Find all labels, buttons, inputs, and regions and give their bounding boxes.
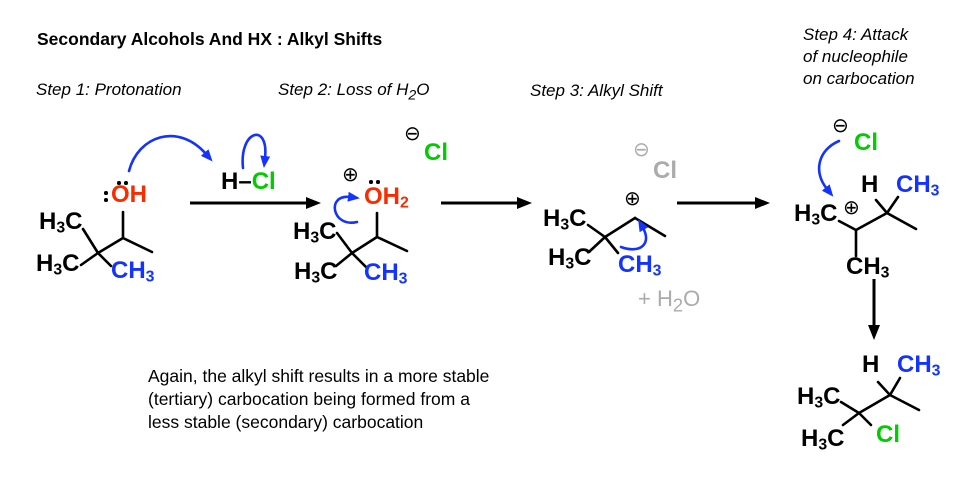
m2-shifting-methyl-label: CH3 bbox=[364, 259, 408, 288]
hcl-molecule: H–Cl bbox=[221, 170, 276, 194]
m2-methyl-bottom-label: H3C bbox=[294, 258, 338, 287]
m5-chlorine-label: Cl bbox=[876, 421, 900, 448]
m1-methyl-bottom-label: H3C bbox=[36, 250, 80, 279]
reaction-arrows bbox=[190, 197, 880, 340]
lone-pair-icon bbox=[104, 191, 108, 202]
m1-hydroxyl-label: OH bbox=[111, 181, 147, 208]
curved-electron-arrows bbox=[127, 133, 841, 251]
step1-label: Step 1: Protonation bbox=[36, 80, 182, 99]
curved-arrow-methyl-shift bbox=[619, 219, 649, 251]
m2-oxonium-label: OH2 bbox=[364, 183, 409, 212]
m5-shifted-methyl-label: CH3 bbox=[897, 351, 941, 380]
lone-pair-icon bbox=[117, 181, 128, 185]
curved-arrow-lone-pair-to-h bbox=[127, 134, 213, 173]
molecule1-bonds bbox=[79, 210, 154, 268]
molecule5-bonds bbox=[839, 376, 921, 427]
hcl-bond-dash: – bbox=[238, 168, 252, 195]
curved-arrow-chloride-attack bbox=[817, 139, 841, 197]
m5-methyl-top-label: H3C bbox=[797, 383, 841, 412]
molecule3-bonds bbox=[586, 216, 667, 255]
molecule4-bonds bbox=[837, 195, 918, 258]
hcl-chlorine: Cl bbox=[251, 168, 276, 195]
lone-pair-icon bbox=[369, 180, 380, 184]
curved-arrow-hcl-bond-to-cl bbox=[241, 133, 271, 170]
m5-hydrogen-label: H bbox=[862, 351, 880, 378]
page-title: Secondary Alcohols And HX : Alkyl Shifts bbox=[37, 29, 383, 49]
m1-methyl-top-label: H3C bbox=[39, 208, 83, 237]
m3-water-byproduct-label: + H2O bbox=[638, 286, 701, 316]
step3-label: Step 3: Alkyl Shift bbox=[530, 81, 663, 100]
m3-minus-charge: ⊖ bbox=[633, 137, 650, 161]
curved-arrow-co-bond-to-oxygen bbox=[333, 191, 360, 224]
m4-methyl-left-label: H3C bbox=[794, 200, 838, 229]
step4-label: Step 4: Attack of nucleophile on carboca… bbox=[803, 25, 915, 88]
m4-shifted-methyl-label: CH3 bbox=[896, 171, 940, 200]
m3-shifting-methyl-label: CH3 bbox=[618, 251, 662, 280]
m4-minus-charge: ⊖ bbox=[832, 113, 849, 137]
m4-hydrogen-label: H bbox=[861, 171, 879, 198]
m4-methyl-bottom-label: CH3 bbox=[846, 253, 890, 282]
m4-chloride-label: Cl bbox=[854, 129, 878, 156]
m4-plus-charge: ⊕ bbox=[843, 195, 860, 219]
m2-plus-charge: ⊕ bbox=[342, 162, 359, 186]
caption-text: Again, the alkyl shift results in a more… bbox=[148, 366, 490, 432]
m3-plus-charge: ⊕ bbox=[624, 186, 641, 210]
m3-methyl-top-label: H3C bbox=[543, 205, 587, 234]
hcl-hydrogen: H bbox=[221, 168, 239, 195]
m1-shifting-methyl-label: CH3 bbox=[111, 257, 155, 286]
m2-methyl-top-label: H3C bbox=[293, 218, 337, 247]
step2-label: Step 2: Loss of H2O bbox=[278, 80, 430, 104]
m3-chloride-label: Cl bbox=[653, 157, 677, 184]
m2-minus-charge: ⊖ bbox=[404, 121, 421, 145]
m2-chloride-label: Cl bbox=[424, 139, 448, 166]
m5-methyl-bottom-label: H3C bbox=[801, 425, 845, 454]
m3-methyl-bottom-label: H3C bbox=[548, 244, 592, 273]
molecule2-bonds bbox=[334, 211, 409, 269]
